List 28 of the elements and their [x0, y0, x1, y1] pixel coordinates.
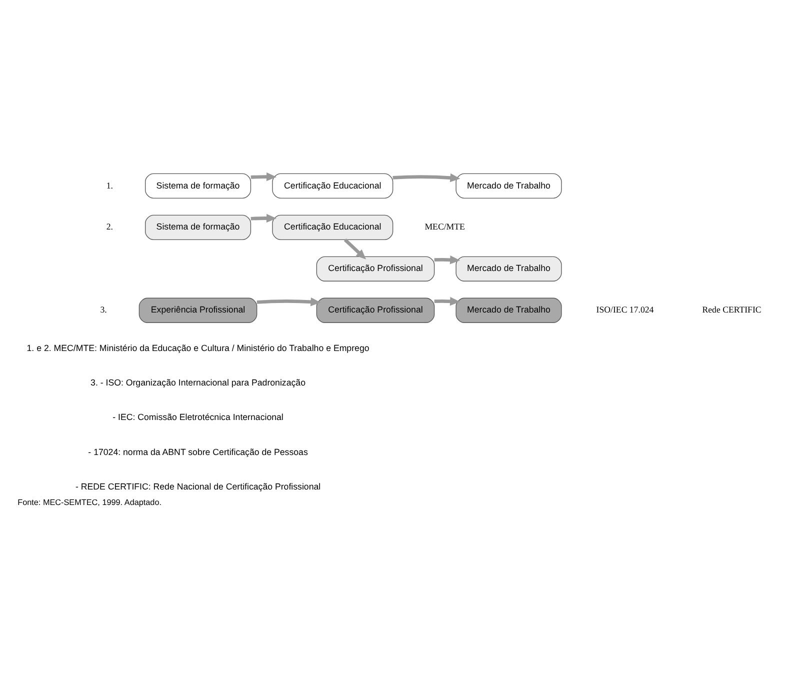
label: - 17024: norma da ABNT sobre Certificação de Pessoas	[88, 446, 308, 457]
node-box: Mercado de Trabalho	[456, 256, 562, 282]
label: 3. - ISO: Organização Internacional para Padronização	[90, 377, 306, 388]
arrow	[344, 238, 366, 260]
node-box: Certificação Profissional	[316, 256, 435, 282]
arrow	[256, 297, 321, 306]
label: - REDE CERTIFIC: Rede Nacional de Certificação Profissional	[75, 481, 321, 492]
label: Rede CERTIFIC	[702, 304, 762, 315]
node-box: Sistema de formação	[145, 173, 252, 199]
label: 2.	[106, 222, 113, 232]
arrow	[392, 173, 460, 182]
node-box: Sistema de formação	[145, 214, 252, 240]
label: 3.	[100, 304, 107, 315]
node-box: Certificação Educacional	[272, 214, 394, 240]
node-box: Certificação Educacional	[272, 173, 394, 199]
arrow	[250, 214, 277, 223]
node-box: Mercado de Trabalho	[456, 298, 562, 323]
arrow	[434, 296, 460, 306]
label: 1.	[106, 180, 113, 190]
arrow	[434, 255, 460, 264]
label: MEC/MTE	[424, 222, 465, 232]
label: 1. e 2. MEC/MTE: Ministério da Educação e Cultura / Ministério do Trabalho e Emprego	[26, 342, 370, 353]
arrow	[250, 172, 277, 182]
node-box: Experiência Profissional	[138, 298, 258, 323]
label: - IEC: Comissão Eletrotécnica Internacional	[112, 412, 284, 422]
label: ISO/IEC 17.024	[596, 304, 654, 315]
node-box: Mercado de Trabalho	[456, 173, 562, 199]
node-box: Certificação Profissional	[316, 298, 435, 323]
